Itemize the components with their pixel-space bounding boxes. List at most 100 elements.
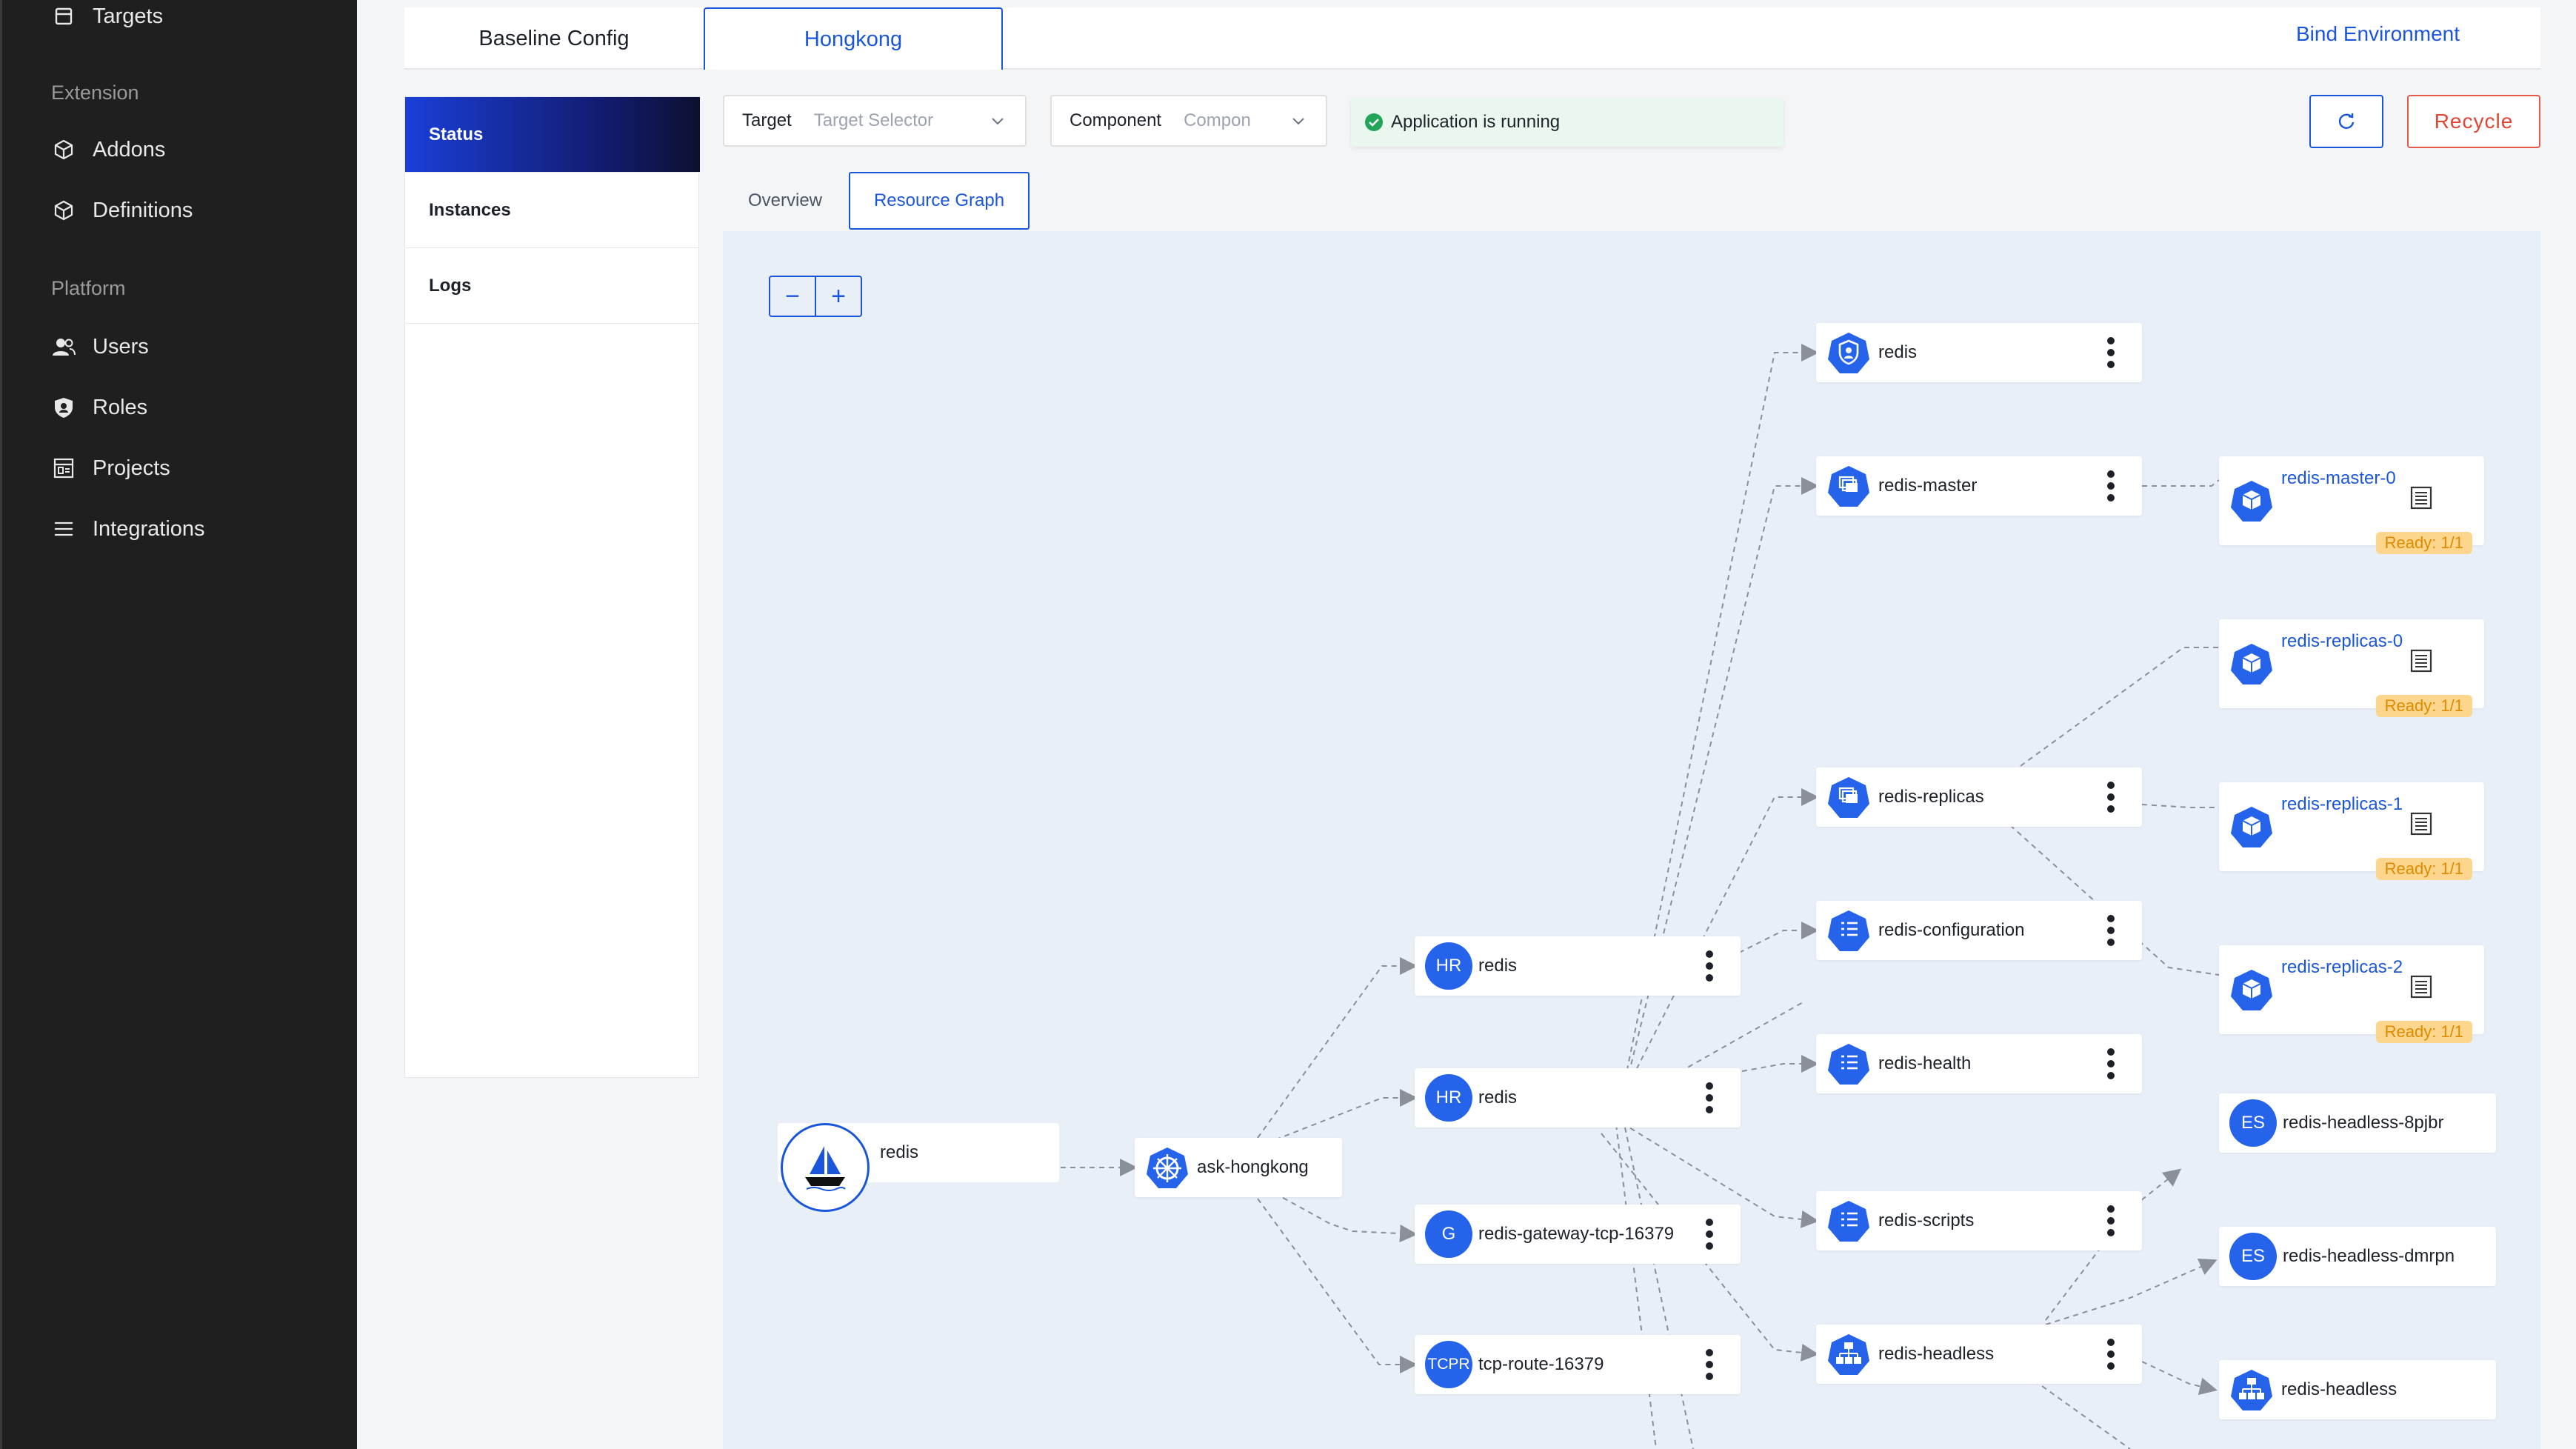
sidebar-item-addons[interactable]: Addons [51, 127, 165, 172]
endpoints-icon [2231, 1370, 2272, 1410]
node-label: ask-hongkong [1197, 1157, 1309, 1177]
pod-icon [2231, 481, 2272, 522]
more-options-icon[interactable] [2106, 470, 2115, 502]
graph-node-configmap[interactable]: redis-health [1816, 1034, 2142, 1093]
more-options-icon[interactable] [2106, 914, 2115, 947]
graph-node-helmrelease[interactable]: HR redis [1415, 936, 1741, 996]
more-options-icon[interactable] [2106, 1338, 2115, 1370]
sidebar-item-roles[interactable]: Roles [51, 385, 147, 430]
more-options-icon[interactable] [1705, 950, 1714, 982]
graph-node-statefulset[interactable]: redis-replicas [1816, 767, 2142, 827]
more-options-icon[interactable] [1705, 1082, 1714, 1114]
target-placeholder: Target Selector [813, 110, 934, 130]
pod-name-link[interactable]: redis-master-0 [2281, 468, 2396, 488]
graph-node-serviceaccount[interactable]: redis [1816, 323, 2142, 382]
configmap-icon [1828, 910, 1869, 951]
zoom-out-button[interactable]: − [785, 282, 800, 310]
configmap-icon [1828, 1044, 1869, 1085]
sidebar-item-targets[interactable]: Targets [51, 0, 163, 39]
graph-node-pod[interactable]: redis-replicas-0 Ready: 1/1 [2219, 619, 2484, 717]
graph-node-pod[interactable]: redis-replicas-2 Ready: 1/1 [2219, 945, 2484, 1043]
submenu-instances[interactable]: Instances [405, 173, 700, 248]
users-icon [51, 334, 76, 359]
graph-node-statefulset[interactable]: redis-master [1816, 456, 2142, 516]
tab-baseline-config[interactable]: Baseline Config [478, 26, 630, 50]
sidebar-item-projects[interactable]: Projects [51, 446, 170, 490]
pod-name-link[interactable]: redis-replicas-1 [2281, 794, 2403, 814]
pod-name-link[interactable]: redis-replicas-2 [2281, 957, 2403, 977]
submenu-status[interactable]: Status [405, 97, 700, 173]
tab-overview[interactable]: Overview [747, 190, 823, 210]
zoom-in-button[interactable]: + [815, 277, 861, 316]
document-icon[interactable] [2410, 649, 2432, 673]
list-icon [51, 516, 76, 542]
graph-node-service[interactable]: redis-headless [1816, 1325, 2142, 1384]
node-label: redis-configuration [1878, 920, 2025, 940]
statefulset-icon [1828, 777, 1869, 818]
project-icon [51, 456, 76, 481]
more-options-icon[interactable] [1705, 1348, 1714, 1381]
cube-icon [51, 137, 76, 162]
graph-node-endpointslice[interactable]: ES redis-headless-dmrpn [2219, 1227, 2496, 1286]
more-options-icon[interactable] [2106, 336, 2115, 369]
kubernetes-icon [1147, 1147, 1188, 1188]
sidebar-item-label: Roles [93, 395, 148, 419]
document-icon[interactable] [2410, 812, 2432, 836]
helmrelease-icon: HR [1425, 1074, 1472, 1122]
sidebar-item-definitions[interactable]: Definitions [51, 188, 193, 233]
graph-node-tcproute[interactable]: TCPR tcp-route-16379 [1415, 1335, 1741, 1394]
sidebar-group-platform: Platform [51, 277, 126, 299]
tcproute-icon: TCPR [1425, 1341, 1472, 1388]
sidebar-item-integrations[interactable]: Integrations [51, 507, 205, 551]
more-options-icon[interactable] [1705, 1218, 1714, 1250]
pod-name-link[interactable]: redis-replicas-0 [2281, 631, 2403, 651]
check-circle-icon [1365, 113, 1383, 131]
endpointslice-icon: ES [2229, 1233, 2277, 1280]
graph-node-cluster[interactable]: ask-hongkong [1135, 1138, 1342, 1197]
sidebar-item-label: Targets [93, 4, 164, 28]
sidebar-item-label: Users [93, 334, 149, 359]
bind-environment-link[interactable]: Bind Environment [2296, 22, 2460, 45]
component-selector[interactable]: Component Compon [1050, 95, 1327, 147]
graph-node-endpointslice[interactable]: ES redis-headless-8pjbr [2219, 1093, 2496, 1153]
document-icon[interactable] [2410, 486, 2432, 510]
resource-graph-canvas[interactable]: − + [723, 231, 2540, 1449]
more-options-icon[interactable] [2106, 781, 2115, 813]
sidebar-item-users[interactable]: Users [51, 324, 149, 369]
graph-node-pod[interactable]: redis-master-0 Ready: 1/1 [2219, 456, 2484, 554]
sidebar-item-label: Definitions [93, 198, 193, 222]
submenu-logs[interactable]: Logs [405, 248, 700, 324]
graph-node-helmrelease[interactable]: HR redis [1415, 1068, 1741, 1127]
graph-node-configmap[interactable]: redis-configuration [1816, 901, 2142, 960]
node-label: redis [1878, 342, 1918, 362]
ready-badge: Ready: 1/1 [2375, 532, 2472, 554]
graph-node-gateway[interactable]: G redis-gateway-tcp-16379 [1415, 1205, 1741, 1264]
tab-resource-graph[interactable]: Resource Graph [849, 172, 1030, 230]
more-options-icon[interactable] [2106, 1047, 2115, 1080]
node-label: redis-gateway-tcp-16379 [1478, 1224, 1675, 1244]
node-label: redis-headless-dmrpn [2283, 1246, 2455, 1266]
shield-icon [51, 395, 76, 420]
configmap-icon [1828, 1201, 1869, 1242]
node-label: tcp-route-16379 [1478, 1354, 1604, 1374]
more-options-icon[interactable] [2106, 1205, 2115, 1237]
node-label: redis-scripts [1878, 1210, 1975, 1230]
recycle-button[interactable]: Recycle [2407, 95, 2540, 148]
refresh-button[interactable] [2309, 95, 2383, 148]
component-placeholder: Compon [1184, 110, 1251, 130]
graph-node-endpoints[interactable]: redis-headless [2219, 1360, 2496, 1419]
chevron-down-icon [1292, 118, 1304, 125]
node-label: redis-headless [1878, 1344, 1995, 1364]
node-label: redis-health [1878, 1053, 1972, 1073]
endpointslice-icon: ES [2229, 1099, 2277, 1147]
target-icon [51, 4, 76, 29]
target-selector[interactable]: Target Target Selector [723, 95, 1027, 147]
node-label: redis [1478, 956, 1518, 976]
service-icon [1828, 1334, 1869, 1375]
tab-hongkong[interactable]: Hongkong [704, 7, 1003, 70]
cube-icon [51, 198, 76, 223]
graph-node-configmap[interactable]: redis-scripts [1816, 1191, 2142, 1250]
helmrelease-icon: HR [1425, 942, 1472, 990]
document-icon[interactable] [2410, 975, 2432, 999]
graph-node-pod[interactable]: redis-replicas-1 Ready: 1/1 [2219, 782, 2484, 880]
